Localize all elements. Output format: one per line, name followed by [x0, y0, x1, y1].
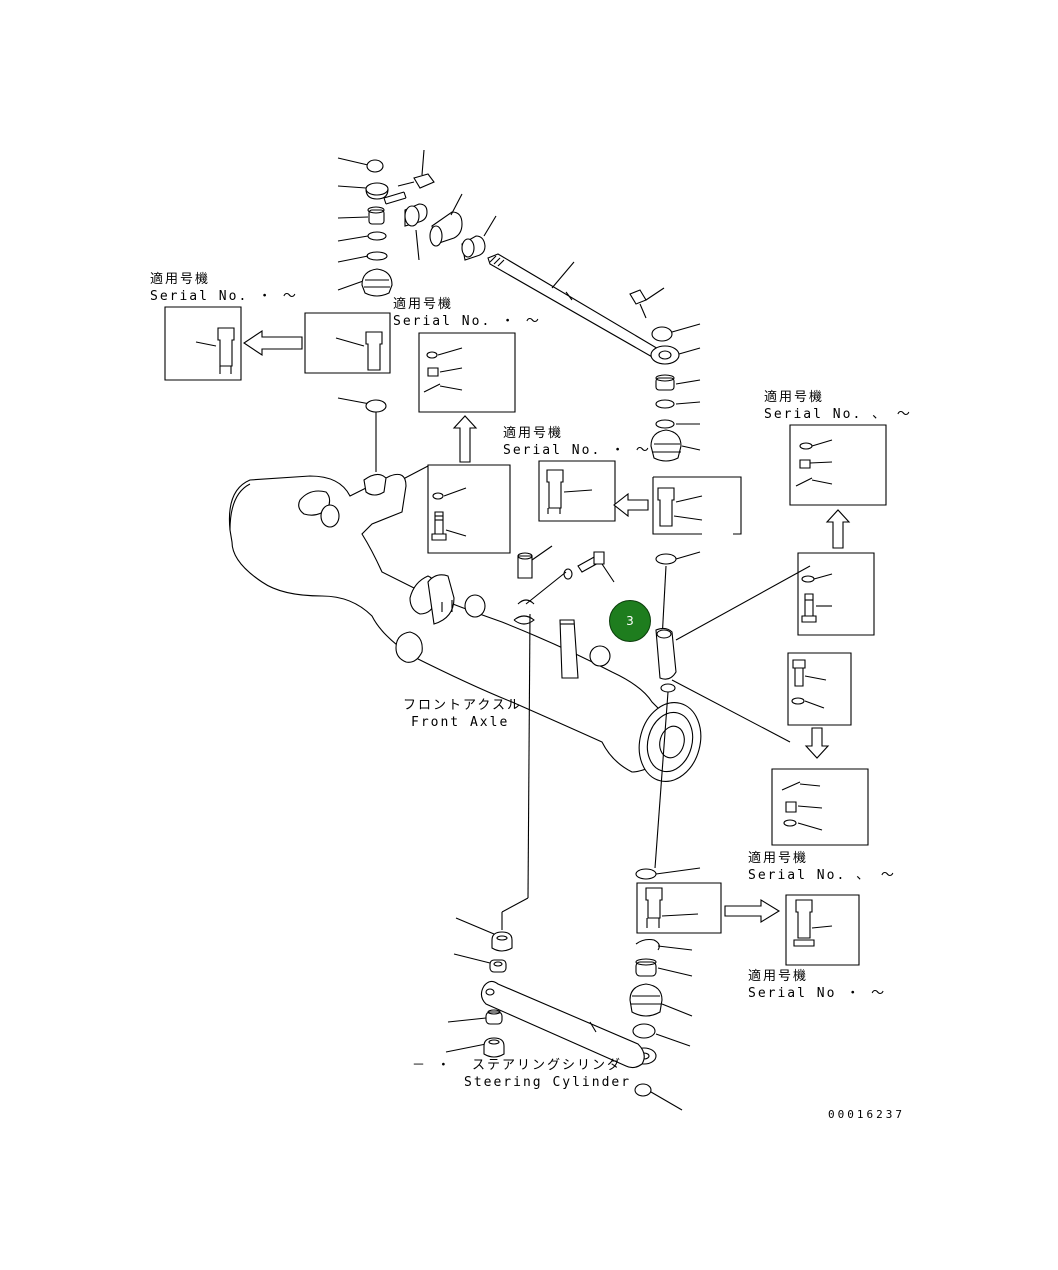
steering-cylinder — [446, 918, 644, 1068]
tie-rod-assembly — [338, 150, 700, 461]
serial-box-2 — [386, 333, 515, 553]
serial-label-en: Serial No. ・ ～ — [393, 314, 541, 329]
steering-cylinder-label-en: Steering Cylinder — [464, 1075, 632, 1090]
serial-label-en: Serial No ・ ～ — [748, 986, 887, 1001]
serial-box-4 — [676, 425, 886, 640]
document-id: 00016237 — [828, 1108, 905, 1121]
serial-label-jp: 適用号機 — [393, 297, 454, 312]
serial-label-jp: 適用号機 — [764, 390, 825, 405]
front-axle-label-jp: フロントアクスル — [403, 698, 522, 713]
serial-label-en: Serial No. 、 ～ — [748, 868, 896, 883]
serial-box-5 — [672, 653, 868, 845]
serial-label-jp: 適用号機 — [503, 426, 564, 441]
serial-label-jp: 適用号機 — [748, 969, 809, 984]
callout-marker-3[interactable]: 3 — [609, 600, 651, 642]
dash-mark: － ・ — [412, 1058, 452, 1073]
serial-box-3 — [539, 461, 741, 640]
steering-cylinder-label-jp: ステアリングシリンダ — [472, 1058, 623, 1073]
serial-label-en: Serial No. ・ ～ — [503, 443, 651, 458]
serial-label-jp: 適用号機 — [150, 272, 211, 287]
serial-label-en: Serial No. ・ ～ — [150, 289, 298, 304]
front-axle-body — [229, 398, 709, 930]
lower-knuckle-stack — [630, 868, 859, 1110]
front-axle-label-en: Front Axle — [411, 715, 510, 730]
serial-label-jp: 適用号機 — [748, 851, 809, 866]
serial-label-en: Serial No. 、 ～ — [764, 407, 912, 422]
serial-box-1 — [165, 307, 390, 380]
